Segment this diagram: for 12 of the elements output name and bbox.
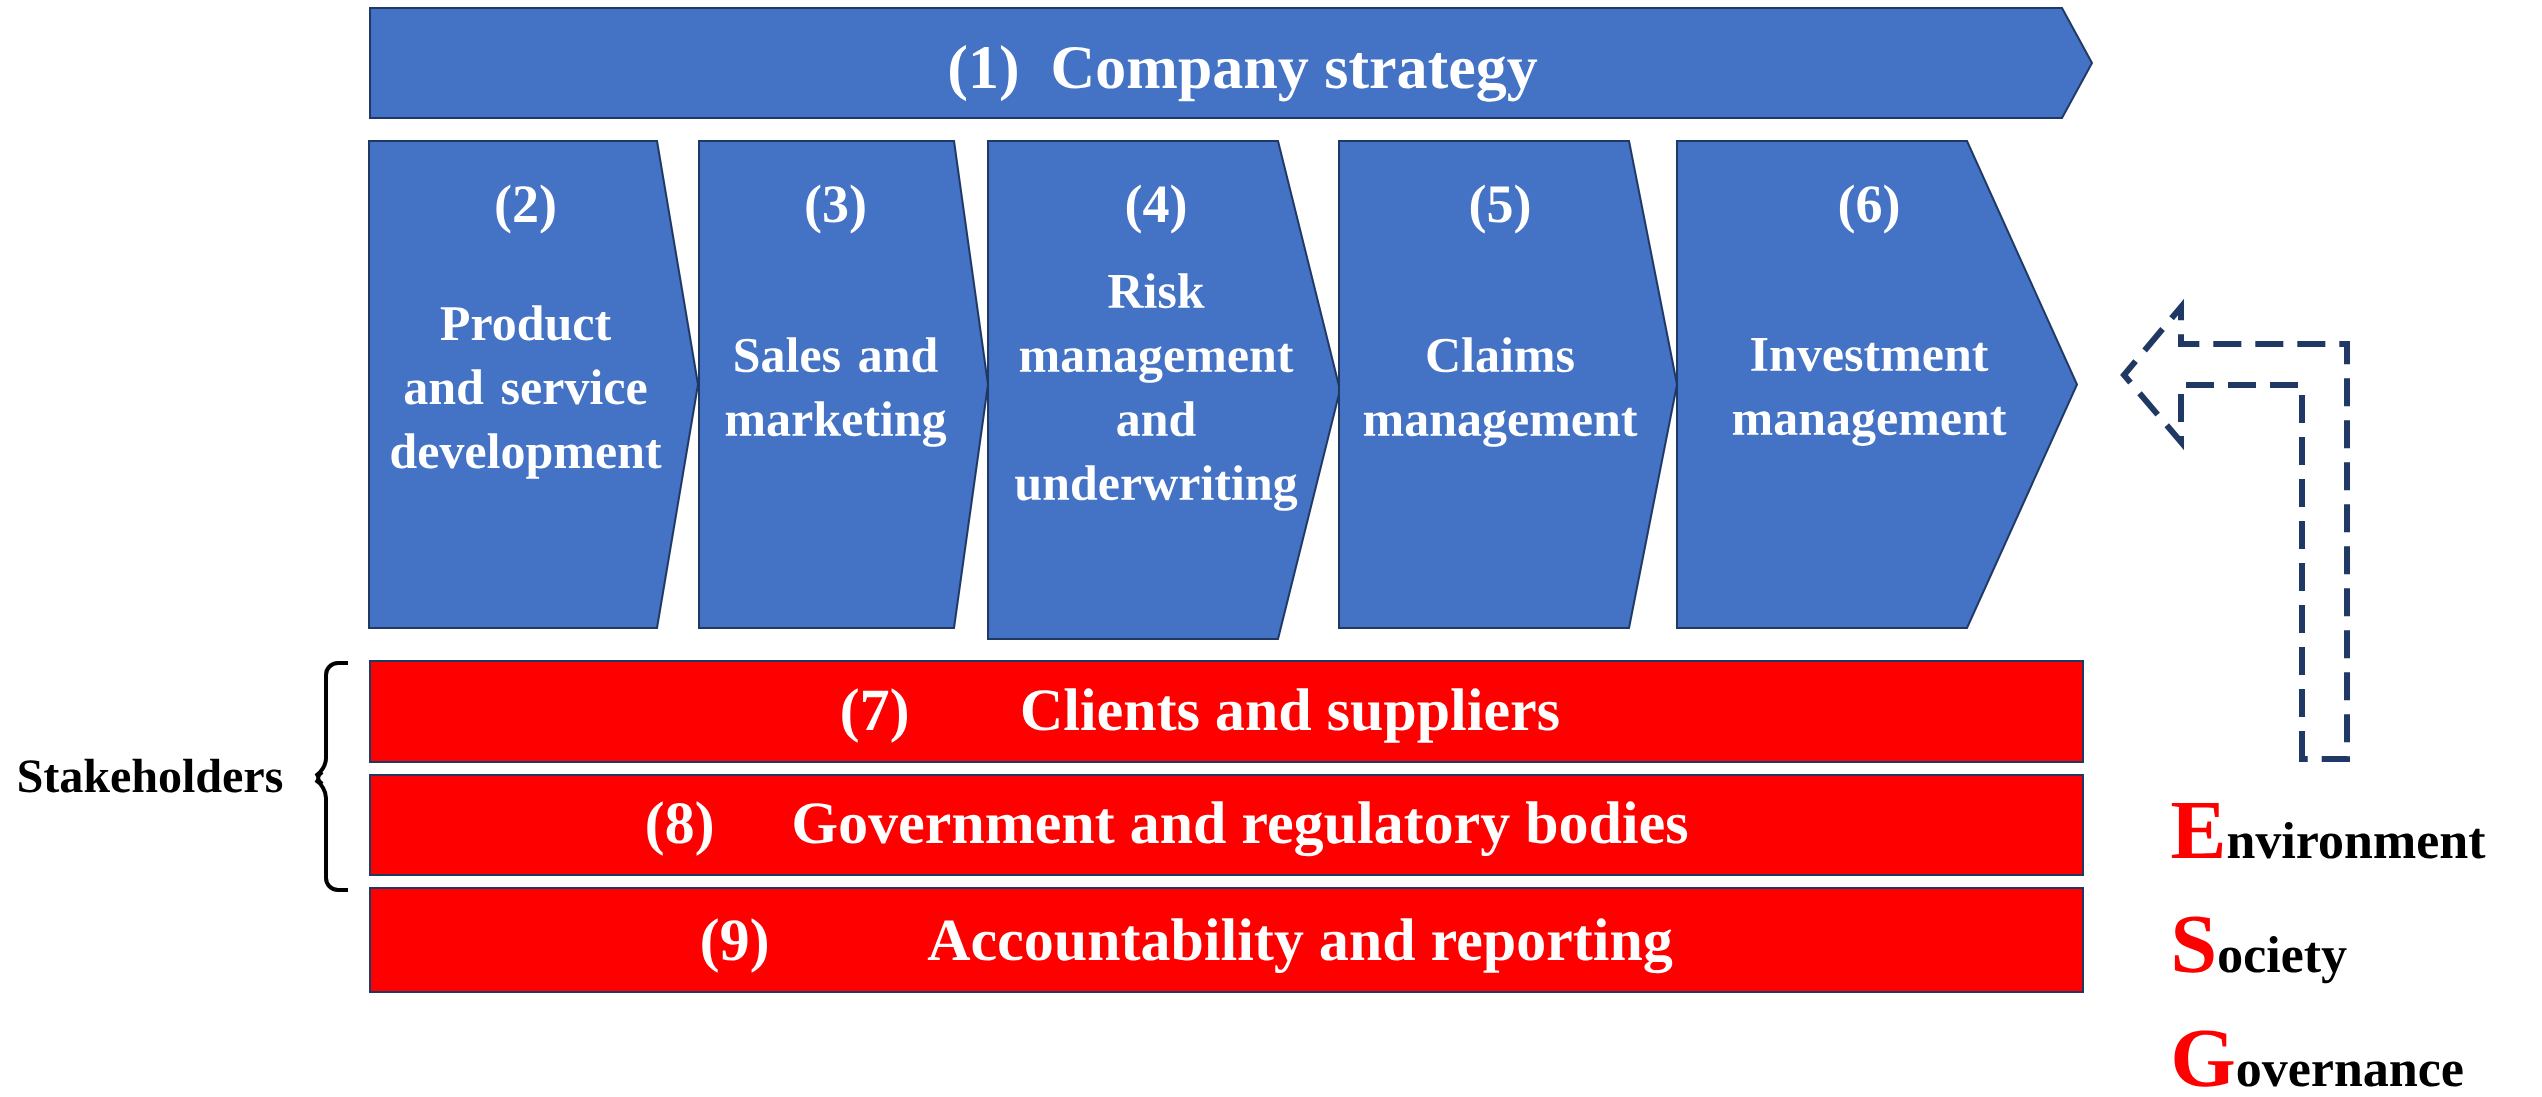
stakeholder-bar: (8) Government and regulatory bodies xyxy=(369,774,2084,876)
process-step: (4) Risk management and underwriting xyxy=(987,140,1342,640)
process-step: (6) Investment management xyxy=(1676,140,2079,629)
stakeholder-bar: (9) Accountability and reporting xyxy=(369,887,2084,993)
process-step: (3) Sales and marketing xyxy=(698,140,990,629)
side-label: Stakeholders xyxy=(19,758,283,793)
stakeholder-bar: (7) Clients and suppliers xyxy=(369,660,2084,763)
acronym-text: Environment Society Governance xyxy=(2171,803,2486,1087)
process-step: (5) Claims management xyxy=(1338,140,1679,629)
process-step: (2) Product and service development xyxy=(368,140,700,629)
strategy-banner: (1) Company strategy xyxy=(369,7,2094,119)
block-arrow xyxy=(2120,298,2350,762)
